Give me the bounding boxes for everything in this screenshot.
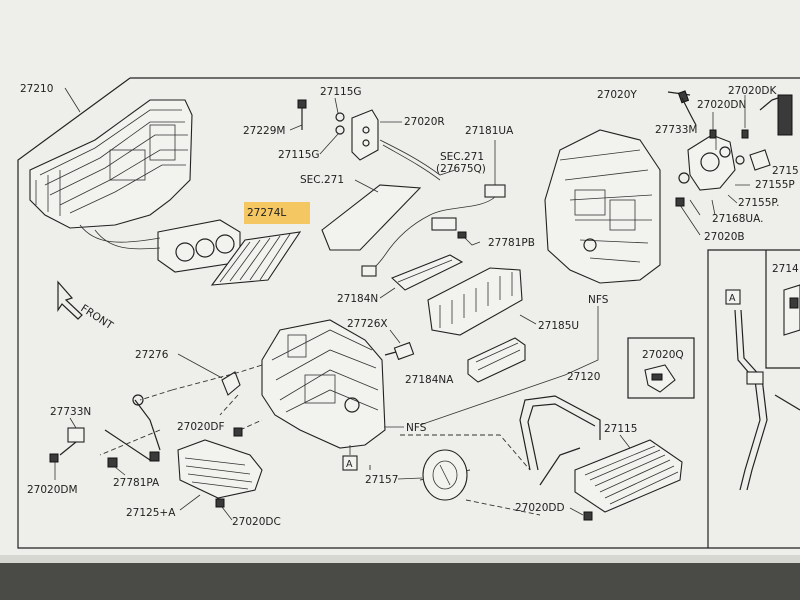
screw-27020DM (49, 453, 59, 463)
label-27274L: 27274L (247, 207, 286, 219)
label-27020B: 27020B (704, 231, 745, 243)
label-27733N: 27733N (50, 406, 91, 418)
label-2714: 2714 (772, 263, 799, 275)
label-27229M: 27229M (243, 125, 285, 137)
label-27781PB: 27781PB (488, 237, 535, 249)
label-27020Q: 27020Q (642, 349, 684, 361)
label-27181UA: 27181UA (465, 125, 514, 137)
connector-27781PB (457, 231, 481, 246)
bottom-dark-edge (0, 560, 800, 600)
label-27020R: 27020R (404, 116, 445, 128)
lower-housing (261, 319, 386, 449)
label-27155P: 27155P (755, 179, 795, 191)
clip-27115G-bot (335, 125, 345, 135)
label-27184N: 27184N (337, 293, 378, 305)
label-27020DN: 27020DN (697, 99, 746, 111)
heater-unit-assembly (29, 99, 241, 273)
label-27125A: 27125+A (126, 507, 176, 519)
label-27120: 27120 (567, 371, 600, 383)
label-27115: 27115 (604, 423, 637, 435)
filter-27274L (210, 231, 302, 286)
label-ref-a-center: A (346, 459, 353, 470)
blower-case-27125A (177, 439, 263, 499)
label-27210: 27210 (20, 83, 53, 95)
ref-box-a-right (725, 289, 741, 305)
label-27020DD: 27020DD (515, 502, 565, 514)
label-sec271-c: SEC.271 (300, 174, 344, 186)
screw-27020DC (215, 498, 225, 508)
screw-27020DD (583, 511, 593, 521)
label-27020DC: 27020DC (232, 516, 281, 528)
case-27120 (544, 129, 661, 284)
label-27733M: 27733M (655, 124, 697, 136)
label-27184NA: 27184NA (405, 374, 454, 386)
label-nfs-top: NFS (588, 294, 609, 306)
label-ref-a-right: A (729, 293, 736, 304)
label-27185U: 27185U (538, 320, 579, 332)
ref-box-a-center (342, 455, 358, 471)
label-27726X: 27726X (347, 318, 388, 330)
label-27020DM: 27020DM (27, 484, 78, 496)
label-27115G-top: 27115G (320, 86, 362, 98)
heater-core-27115 (574, 439, 683, 513)
actuator-27020Y (667, 90, 697, 126)
actuator-27020R (351, 109, 379, 161)
bolt-27229M (297, 99, 307, 130)
inset-part (783, 284, 800, 336)
sensor-27726X (384, 341, 415, 361)
mode-door-27185U (427, 267, 523, 336)
label-27020Y: 27020Y (597, 89, 637, 101)
label-27155P-2: 27155P. (738, 197, 779, 209)
inset-border (765, 250, 800, 369)
clip-27115G-top (335, 112, 345, 122)
bottom-paper-strip (0, 555, 800, 563)
label-2715: 2715 (772, 165, 799, 177)
label-27276: 27276 (135, 349, 169, 361)
door-27184N (390, 254, 464, 291)
bracket-27020Q (627, 337, 695, 399)
label-27157: 27157 (365, 474, 398, 486)
diagram-border (17, 77, 800, 549)
harness-27181UA (361, 140, 506, 277)
label-27020DF: 27020DF (177, 421, 225, 433)
motor-27157 (422, 449, 468, 501)
label-27781PA: 27781PA (113, 477, 160, 489)
link-rods (59, 394, 161, 468)
label-27168UA: 27168UA. (712, 213, 763, 225)
leader-27210 (64, 87, 81, 113)
label-27020DK: 27020DK (728, 85, 777, 97)
highlight-27274L (244, 202, 310, 224)
screw-27020DF (233, 427, 243, 437)
front-arrow-icon (57, 280, 83, 320)
label-nfs-mid: NFS (406, 422, 427, 434)
hose-assembly (734, 309, 800, 491)
leader-27120 (419, 306, 599, 426)
motor-assembly (687, 94, 793, 191)
label-sec271-b: (27675Q) (436, 163, 486, 175)
label-27115G-bot: 27115G (278, 149, 320, 161)
door-27184NA (467, 337, 526, 383)
duct-sec271 (321, 139, 456, 251)
label-sec271-a: SEC.271 (440, 151, 484, 163)
pipes (519, 395, 601, 486)
